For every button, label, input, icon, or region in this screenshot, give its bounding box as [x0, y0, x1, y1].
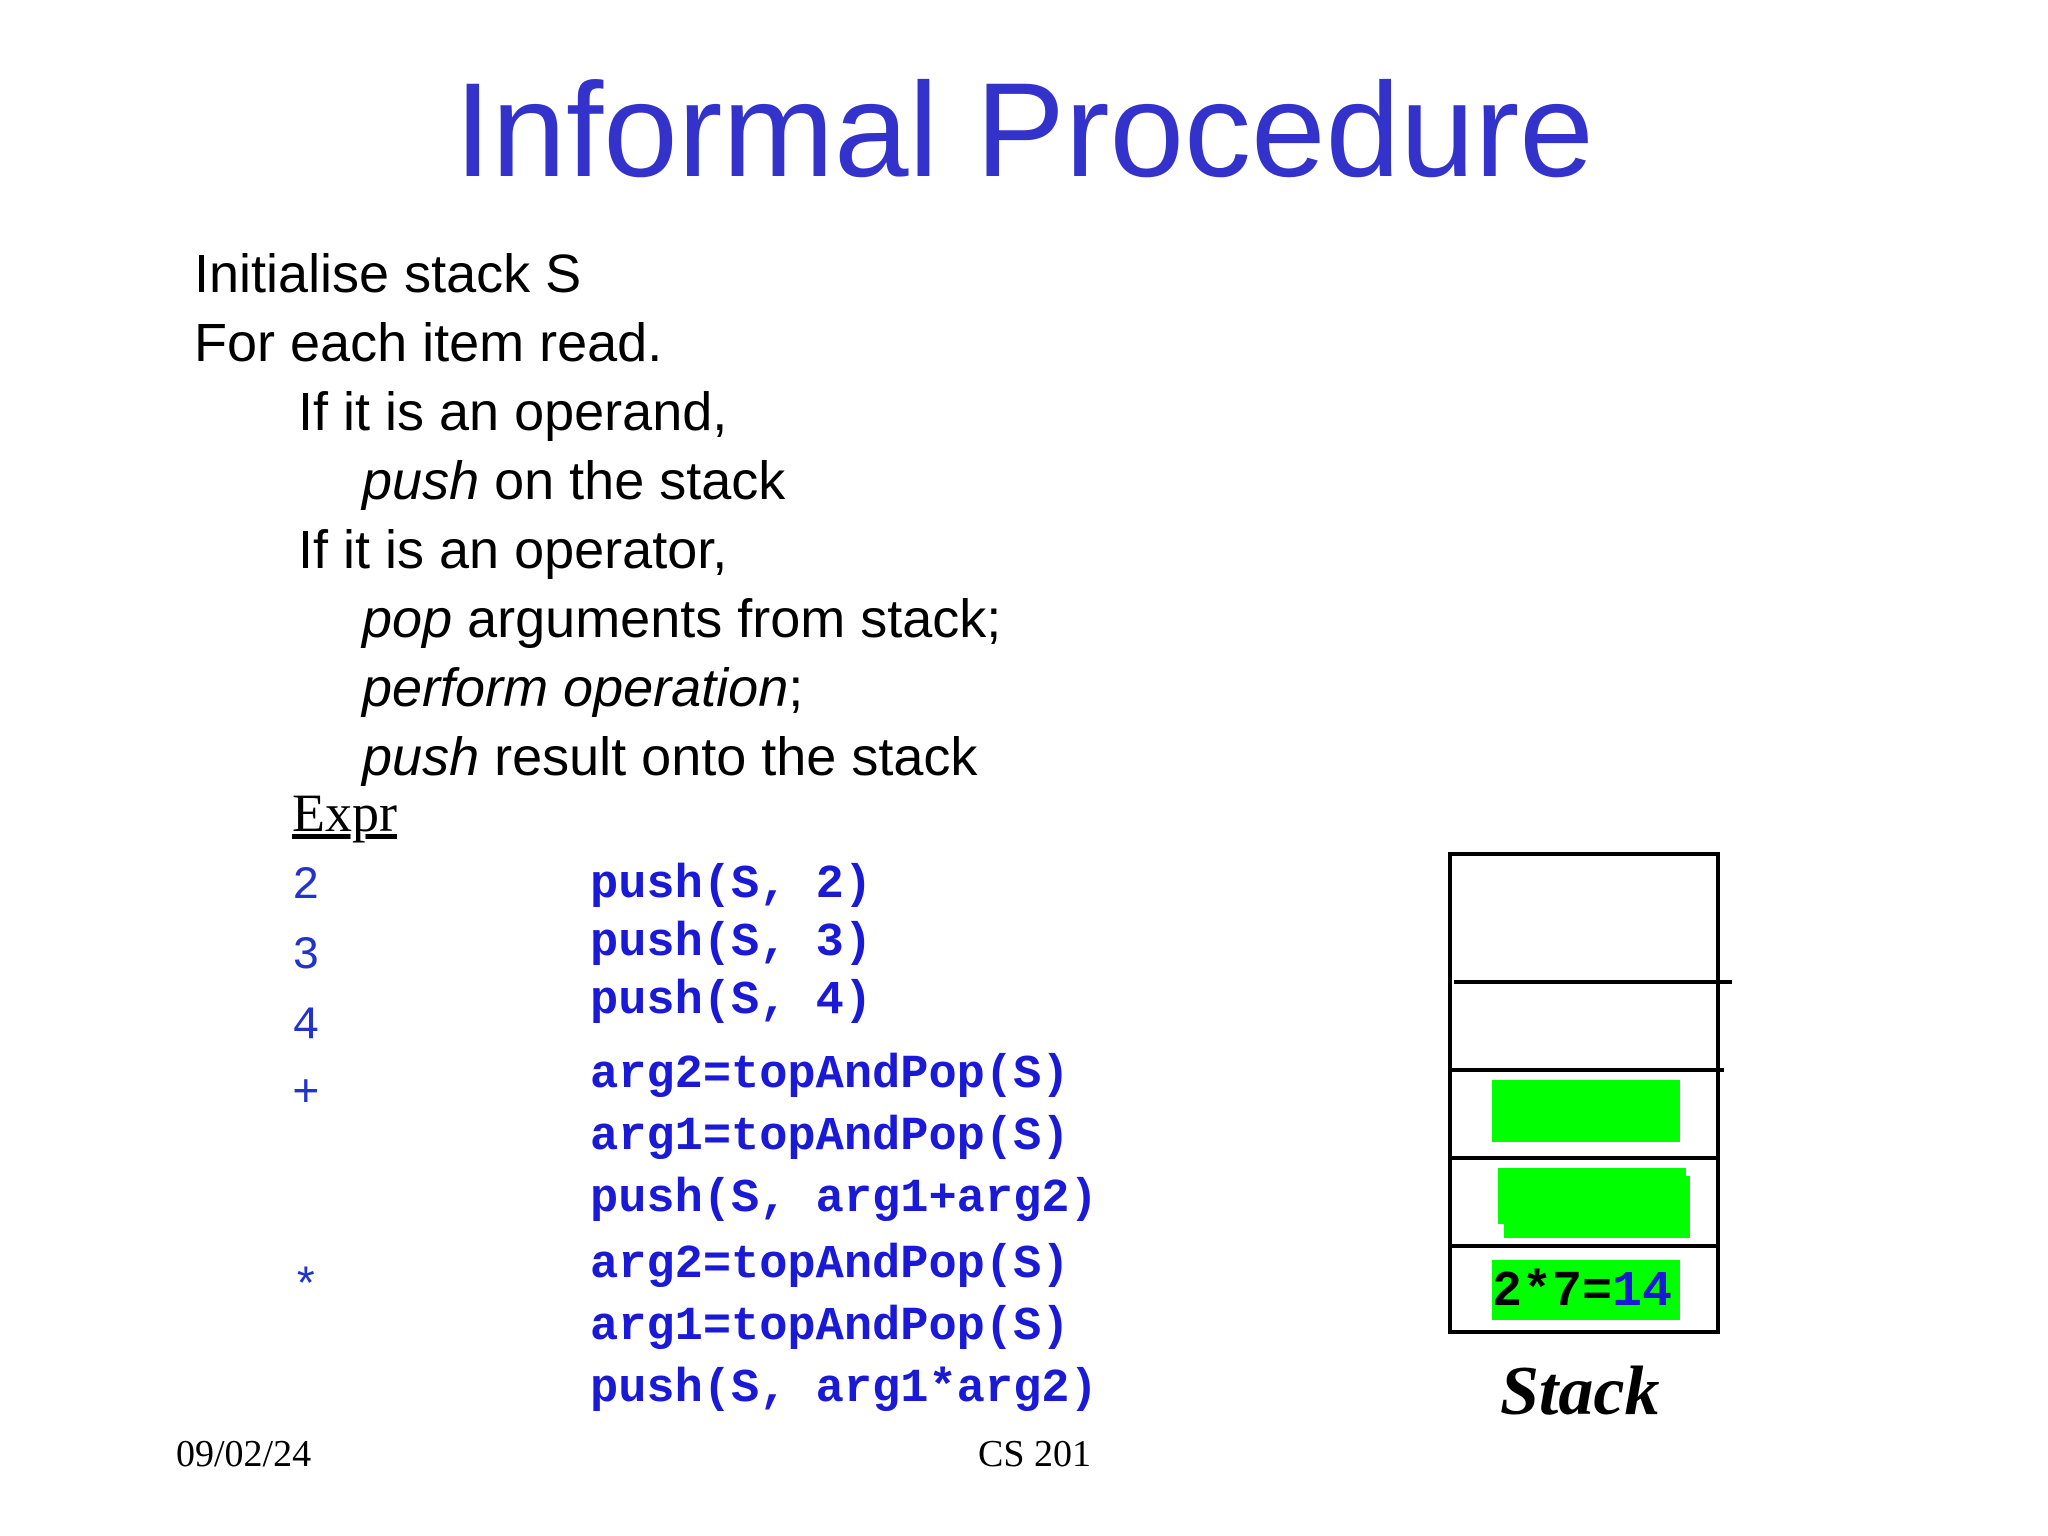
code-line: push(S, arg1*arg2) — [590, 1363, 1098, 1416]
code-line: push(S, 2) — [590, 859, 873, 912]
procedure-line: Initialise stack S — [194, 244, 582, 304]
code-line: arg2=topAndPop(S) — [590, 1049, 1070, 1102]
stack-cell-highlight — [1504, 1176, 1690, 1238]
stack-result-value: 14 — [1612, 1264, 1673, 1321]
stack-result: 2*7=14 — [1492, 1264, 1672, 1321]
procedure-text: ; — [788, 658, 804, 718]
procedure-line: For each item read. — [194, 313, 663, 373]
stack-divider — [1454, 980, 1732, 984]
expr-label: Expr — [292, 783, 397, 843]
procedure-line: push on the stack — [362, 447, 785, 516]
procedure-line: pop arguments from stack; — [362, 585, 1001, 654]
code-line: push(S, 4) — [590, 975, 873, 1028]
procedure-keyword: push — [362, 727, 480, 787]
procedure-keyword: push — [362, 451, 480, 511]
code-line: arg2=topAndPop(S) — [590, 1239, 1070, 1292]
expr-item: 2 — [292, 860, 320, 912]
stack-cell-highlight — [1492, 1080, 1680, 1142]
expr-item: 4 — [292, 1000, 320, 1052]
slide-title: Informal Procedure — [454, 56, 1594, 205]
stack-divider — [1448, 1156, 1720, 1160]
procedure-line: perform operation; — [362, 654, 803, 723]
stack-box — [1448, 852, 1720, 1334]
procedure-text: arguments from stack; — [452, 589, 1002, 649]
footer-date: 09/02/24 — [176, 1433, 312, 1475]
stack-cell-highlight — [1492, 1260, 1680, 1320]
expr-item: + — [292, 1068, 320, 1120]
stack-divider — [1448, 1244, 1720, 1248]
procedure-line: push result onto the stack — [362, 723, 977, 792]
footer-course: CS 201 — [978, 1433, 1091, 1475]
expr-item: * — [292, 1262, 320, 1314]
code-line: arg1=topAndPop(S) — [590, 1111, 1070, 1164]
procedure-line: If it is an operand, — [298, 382, 728, 442]
procedure-text: on the stack — [479, 451, 786, 511]
procedure-text: result onto the stack — [479, 727, 978, 787]
stack-caption: Stack — [1500, 1353, 1660, 1430]
code-line: push(S, 3) — [590, 917, 873, 970]
procedure-keyword: perform operation — [362, 658, 789, 718]
stack-result-expression: 2*7= — [1492, 1264, 1613, 1321]
code-line: push(S, arg1+arg2) — [590, 1173, 1098, 1226]
code-line: arg1=topAndPop(S) — [590, 1301, 1070, 1354]
stack-divider — [1452, 1068, 1724, 1072]
procedure-keyword: pop — [362, 589, 453, 649]
expr-item: 3 — [292, 930, 320, 982]
procedure-line: If it is an operator, — [298, 520, 728, 580]
